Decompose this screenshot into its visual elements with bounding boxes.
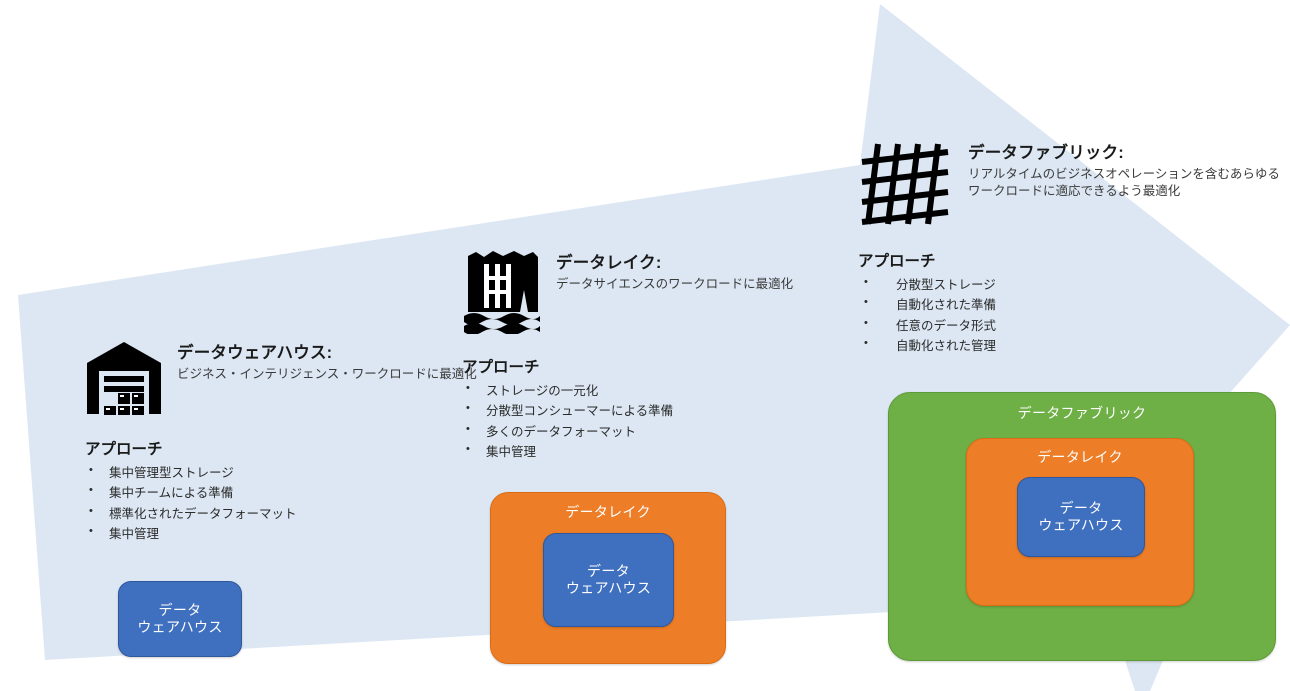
stack-2-lake-box[interactable]: データレイク データ ウェアハウス	[490, 492, 726, 664]
bullet-item: 集中管理	[85, 523, 477, 544]
section-title: データレイク:	[556, 254, 662, 272]
section-header: データウェアハウス: ビジネス・インテリジェンス・ワークロードに最適化	[85, 340, 477, 421]
section-subtitle: データサイエンスのワークロードに最適化	[556, 276, 793, 293]
mesh-grid-icon	[858, 140, 954, 233]
stack-3-warehouse-box[interactable]: データ ウェアハウス	[1017, 477, 1145, 557]
bullet-item: ストレージの一元化	[462, 380, 793, 401]
approach-heading: アプローチ	[462, 359, 540, 376]
approach-bullet-list: 集中管理型ストレージ 集中チームによる準備 標準化されたデータフォーマット 集中…	[85, 462, 477, 544]
box-label: データファブリック	[1017, 405, 1147, 421]
box-label: データ ウェアハウス	[565, 562, 652, 597]
waterfall-icon	[462, 250, 542, 339]
bullet-item: 分散型コンシューマーによる準備	[462, 400, 793, 421]
section-subtitle: リアルタイムのビジネスオペレーションを含むあらゆる ワークロードに適応できるよう…	[968, 166, 1280, 200]
section-data-warehouse: データウェアハウス: ビジネス・インテリジェンス・ワークロードに最適化 アプロー…	[85, 340, 477, 544]
section-header: データファブリック: リアルタイムのビジネスオペレーションを含むあらゆる ワーク…	[858, 140, 1280, 233]
stack-3-lake-box[interactable]: データレイク データ ウェアハウス	[966, 438, 1194, 606]
section-subtitle: ビジネス・インテリジェンス・ワークロードに最適化	[177, 366, 477, 383]
bullet-item: 自動化された準備	[858, 294, 1280, 315]
bullet-item: 多くのデータフォーマット	[462, 420, 793, 442]
approach-bullet-list: 分散型ストレージ 自動化された準備 任意のデータ形式 自動化された管理	[858, 274, 1280, 356]
section-data-lake: データレイク: データサイエンスのワークロードに最適化 アプローチ ストレージの…	[462, 250, 793, 462]
bullet-item: 分散型ストレージ	[858, 274, 1280, 295]
section-title: データファブリック:	[968, 144, 1124, 162]
bullet-item: 自動化された管理	[858, 335, 1280, 356]
stack-1-warehouse-box[interactable]: データ ウェアハウス	[118, 581, 242, 657]
stack-2-warehouse-box[interactable]: データ ウェアハウス	[543, 533, 674, 627]
bullet-item: 任意のデータ形式	[858, 314, 1280, 336]
subtitle-line: データサイエンスのワークロードに最適化	[556, 276, 794, 291]
section-data-fabric: データファブリック: リアルタイムのビジネスオペレーションを含むあらゆる ワーク…	[858, 140, 1280, 356]
stack-3-fabric-box[interactable]: データファブリック データレイク データ ウェアハウス	[888, 392, 1276, 661]
box-label: データレイク	[1037, 449, 1123, 465]
bullet-item: 集中管理	[462, 441, 793, 462]
section-header: データレイク: データサイエンスのワークロードに最適化	[462, 250, 793, 339]
subtitle-line: ビジネス・インテリジェンス・ワークロードに最適化	[177, 366, 477, 381]
box-label: データ ウェアハウス	[137, 601, 223, 636]
subtitle-line: リアルタイムのビジネスオペレーションを含むあらゆる	[968, 166, 1280, 181]
box-label: データレイク	[565, 504, 651, 520]
section-title: データウェアハウス:	[177, 344, 333, 362]
approach-bullet-list: ストレージの一元化 分散型コンシューマーによる準備 多くのデータフォーマット 集…	[462, 380, 793, 462]
bullet-item: 標準化されたデータフォーマット	[85, 502, 477, 524]
subtitle-line: ワークロードに適応できるよう最適化	[968, 183, 1181, 198]
approach-heading: アプローチ	[858, 253, 936, 270]
warehouse-icon	[85, 340, 163, 421]
box-label: データ ウェアハウス	[1038, 499, 1124, 534]
approach-heading: アプローチ	[85, 441, 163, 458]
bullet-item: 集中管理型ストレージ	[85, 462, 477, 483]
bullet-item: 集中チームによる準備	[85, 482, 477, 503]
